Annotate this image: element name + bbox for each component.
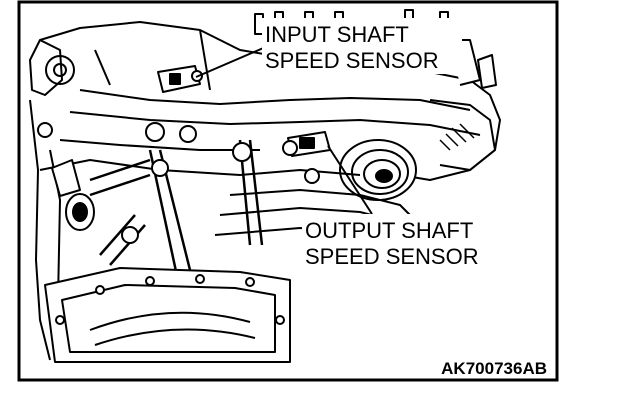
- right-bracket-tab: [477, 54, 497, 89]
- output-shaft-seal: [339, 139, 417, 201]
- left-mount-hole: [45, 55, 75, 85]
- output-shaft-speed-sensor: [282, 131, 331, 157]
- input-shaft-speed-sensor: [157, 65, 203, 93]
- output-sensor-label-line2: SPEED SENSOR: [305, 244, 479, 269]
- housing-rib-3: [59, 139, 260, 151]
- input-sensor-leader-line: [195, 45, 269, 78]
- figure-id: AK700736AB: [441, 359, 547, 378]
- output-sensor-leader-line: [327, 145, 373, 215]
- oil-pan-bolts: [55, 274, 285, 325]
- input-sensor-label-line1: INPUT SHAFT: [265, 22, 409, 47]
- housing-edge-2: [199, 29, 211, 91]
- bolt-heads: [37, 122, 320, 244]
- left-bracket: [51, 159, 81, 197]
- left-mount-hole-inner: [53, 63, 67, 77]
- right-flange: [429, 99, 496, 171]
- flange-hatching: [439, 123, 475, 151]
- output-sensor-label-line1: OUTPUT SHAFT: [305, 218, 473, 243]
- oil-pan: [44, 267, 291, 363]
- left-housing-edge: [29, 99, 51, 361]
- input-label-bg: [262, 18, 462, 74]
- drain-plug: [65, 193, 95, 231]
- output-label-bg: [302, 214, 508, 270]
- input-sensor-label-line2: SPEED SENSOR: [265, 48, 439, 73]
- housing-rib-2: [69, 111, 481, 136]
- housing-rib-1: [79, 89, 471, 111]
- housing-edge-1: [94, 49, 111, 86]
